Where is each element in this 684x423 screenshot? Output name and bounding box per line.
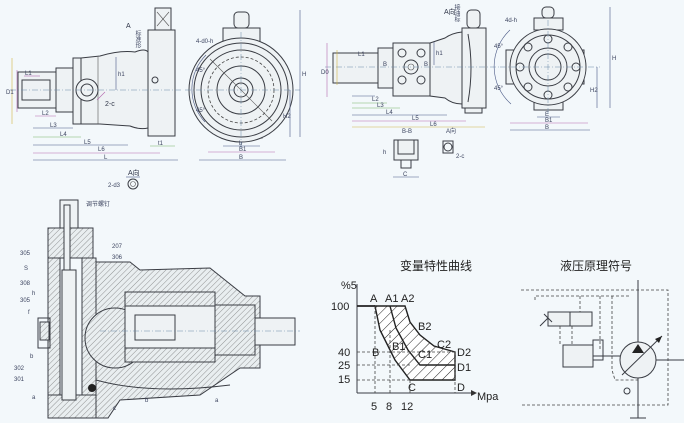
label-b-right: B	[424, 62, 428, 68]
view1-side-elevation: A 标准形 L1 D1 L2 L3 L4 L5 L6 L h1 2-c t1 A…	[6, 7, 182, 190]
label-b1-v2: B1	[545, 118, 553, 124]
callout-305: 305	[20, 251, 31, 257]
label-d1: D1	[6, 90, 14, 96]
pump-cross-section: 调节螺钉 207 306 305 S 308 h 305 f b 302 301…	[14, 199, 300, 419]
point-d: D	[457, 382, 465, 394]
label-h1-v2: h1	[436, 51, 443, 57]
label-l4: L4	[60, 132, 67, 138]
series-a1-d1	[389, 305, 455, 366]
point-c1: C1	[418, 349, 432, 361]
callout-301: 301	[14, 377, 25, 383]
label-oil-mark: 接油标	[453, 3, 460, 23]
x-tick-12: 12	[401, 401, 413, 413]
callout-a2: a	[215, 398, 219, 404]
callout-c: c	[113, 406, 116, 412]
label-45-top-v2: 45°	[494, 44, 504, 50]
label-45-bottom: 45°	[196, 108, 206, 114]
label-h-v2: H	[612, 56, 616, 62]
label-h2-v2: H2	[590, 88, 598, 94]
label-b-small: b	[239, 141, 243, 147]
label-l5: L5	[84, 140, 91, 146]
y-axis-label: %5	[341, 280, 357, 292]
detail-a-title-v2: A向	[446, 127, 456, 135]
x-tick-5: 5	[371, 401, 377, 413]
label-l: L	[104, 155, 108, 161]
point-a1: A1	[385, 293, 398, 305]
label-b-left: B	[383, 62, 387, 68]
point-b: B	[372, 347, 379, 359]
point-b2: B2	[418, 321, 431, 333]
label-45-top: 45°	[196, 68, 206, 74]
label-a: A	[126, 23, 131, 30]
view2-front-elevation: 4d-h 45° 45° H H2 E B1 B	[493, 6, 616, 131]
view1-front-elevation: 4-d0-h 45° 45° H H2 b B1 B	[185, 10, 306, 161]
label-d0: D0	[321, 70, 329, 76]
y-tick-15: 15	[338, 374, 350, 386]
label-l1-v2: L1	[358, 52, 365, 58]
section-callouts: 调节螺钉 207 306 305 S 308 h 305 f b 302 301…	[14, 200, 219, 412]
label-h: H	[302, 72, 306, 78]
variable-characteristic-chart: 变量特性曲线 %5 100 40 25 15 5 8 12 Mpa A A1 A…	[331, 258, 499, 413]
section-bb-title: B-B	[402, 129, 412, 135]
point-c: C	[408, 382, 416, 394]
x-tick-8: 8	[386, 401, 392, 413]
label-e: E	[545, 112, 549, 118]
detail-2d3: 2-d3	[108, 183, 121, 189]
callout-302: 302	[14, 366, 25, 372]
label-h-bb: h	[383, 150, 386, 156]
point-b1: B1	[392, 341, 405, 353]
label-h1: h1	[118, 72, 125, 78]
callout-306: 306	[112, 255, 123, 261]
y-tick-25: 25	[338, 360, 350, 372]
label-2c: 2-c	[105, 101, 115, 108]
callout-b2: b	[145, 398, 149, 404]
point-a: A	[370, 293, 378, 305]
label-l6-v2: L6	[430, 122, 437, 128]
y-tick-40: 40	[338, 347, 350, 359]
callout-s: S	[24, 266, 28, 272]
point-c2: C2	[437, 339, 451, 351]
callout-adjust-screw: 调节螺钉	[86, 200, 110, 208]
label-l2-v2: L2	[372, 97, 379, 103]
label-h2: H2	[283, 114, 291, 120]
label-a-dir: A向	[444, 7, 456, 16]
point-d2: D2	[457, 347, 471, 359]
label-b1: B1	[239, 147, 247, 153]
label-l6: L6	[98, 147, 105, 153]
callout-a: a	[32, 395, 36, 401]
label-b: B	[239, 155, 243, 161]
chart-title: 变量特性曲线	[400, 258, 472, 273]
callout-308: 308	[20, 281, 31, 287]
callout-b: b	[30, 354, 34, 360]
label-l1: L1	[25, 71, 32, 77]
callout-305b: 305	[20, 298, 31, 304]
callout-f: f	[28, 310, 30, 316]
label-l3: L3	[50, 123, 57, 129]
hydraulic-title: 液压原理符号	[560, 258, 632, 273]
label-l4-v2: L4	[386, 110, 393, 116]
view2-side-elevation: A向 接油标 D0 L1 L2 L3 L4 L5 L6 B B h1 B-B h…	[321, 3, 500, 178]
label-45-bottom-v2: 45°	[494, 86, 504, 92]
label-t1: t1	[158, 141, 164, 147]
label-l2: L2	[42, 111, 49, 117]
x-axis-label: Mpa	[477, 391, 499, 403]
label-b-v2: B	[545, 125, 549, 131]
callout-207: 207	[112, 244, 123, 250]
label-standard: 标准形	[134, 29, 141, 49]
label-l5-v2: L5	[412, 116, 419, 122]
label-4dh: 4d-h	[505, 18, 517, 24]
label-l3-v2: L3	[377, 103, 384, 109]
hydraulic-symbol: 液压原理符号	[521, 258, 684, 419]
label-c-bb: C	[403, 172, 408, 178]
detail-2c: 2-c	[456, 154, 464, 160]
point-a2: A2	[401, 293, 414, 305]
detail-a-title: A向	[128, 168, 140, 177]
y-tick-100: 100	[331, 301, 349, 313]
point-d1: D1	[457, 362, 471, 374]
callout-h: h	[32, 291, 35, 297]
label-4d0h: 4-d0-h	[196, 39, 213, 45]
